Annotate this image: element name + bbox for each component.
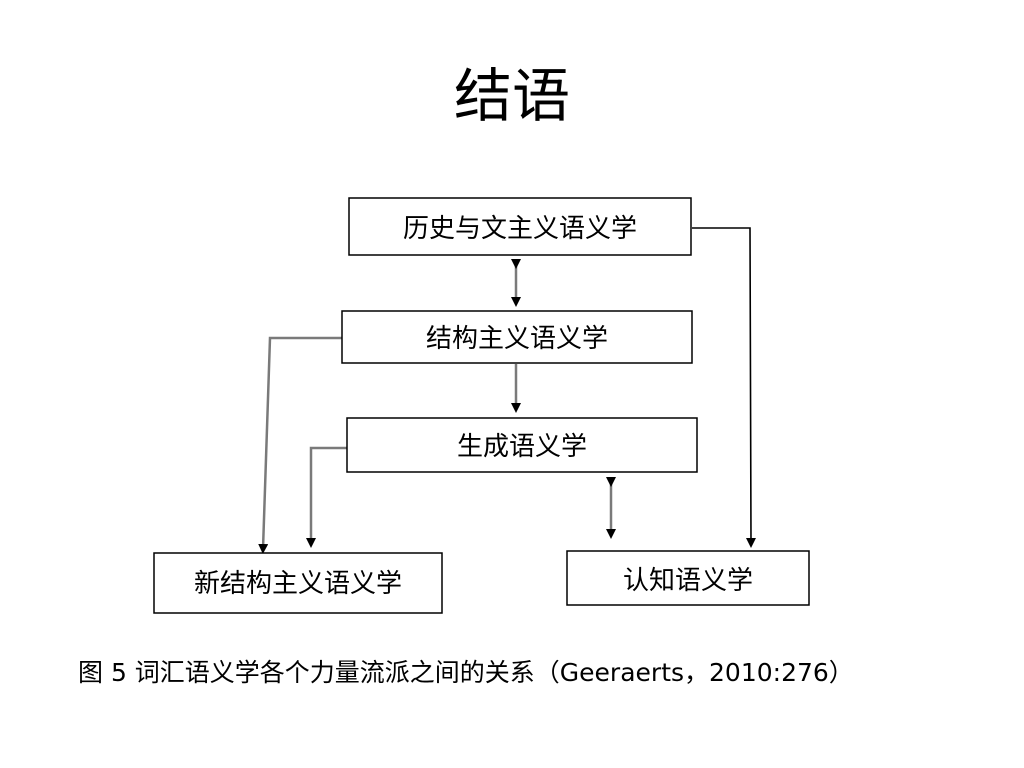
node-generative-semantics: 生成语义学 xyxy=(346,417,698,473)
node-label: 结构主义语义学 xyxy=(426,324,608,354)
edge-generative-neostructural xyxy=(306,446,347,548)
node-label: 认知语义学 xyxy=(623,566,753,596)
figure-caption: 图 5 词汇语义学各个力量流派之间的关系（Geeraerts，2010:276） xyxy=(78,658,854,687)
node-historical-philological-semantics: 历史与文主义语义学 xyxy=(348,197,692,256)
node-neostructural-semantics: 新结构主义语义学 xyxy=(153,552,443,614)
node-label: 生成语义学 xyxy=(457,432,587,462)
node-label: 新结构主义语义学 xyxy=(194,569,402,599)
edge-historical-cognitive xyxy=(692,227,756,548)
slide-title: 结语 xyxy=(453,62,570,130)
node-cognitive-semantics: 认知语义学 xyxy=(566,550,810,606)
node-label: 历史与文主义语义学 xyxy=(403,214,637,244)
node-structural-semantics: 结构主义语义学 xyxy=(341,310,693,364)
edge-structural-neostructural xyxy=(258,336,342,554)
